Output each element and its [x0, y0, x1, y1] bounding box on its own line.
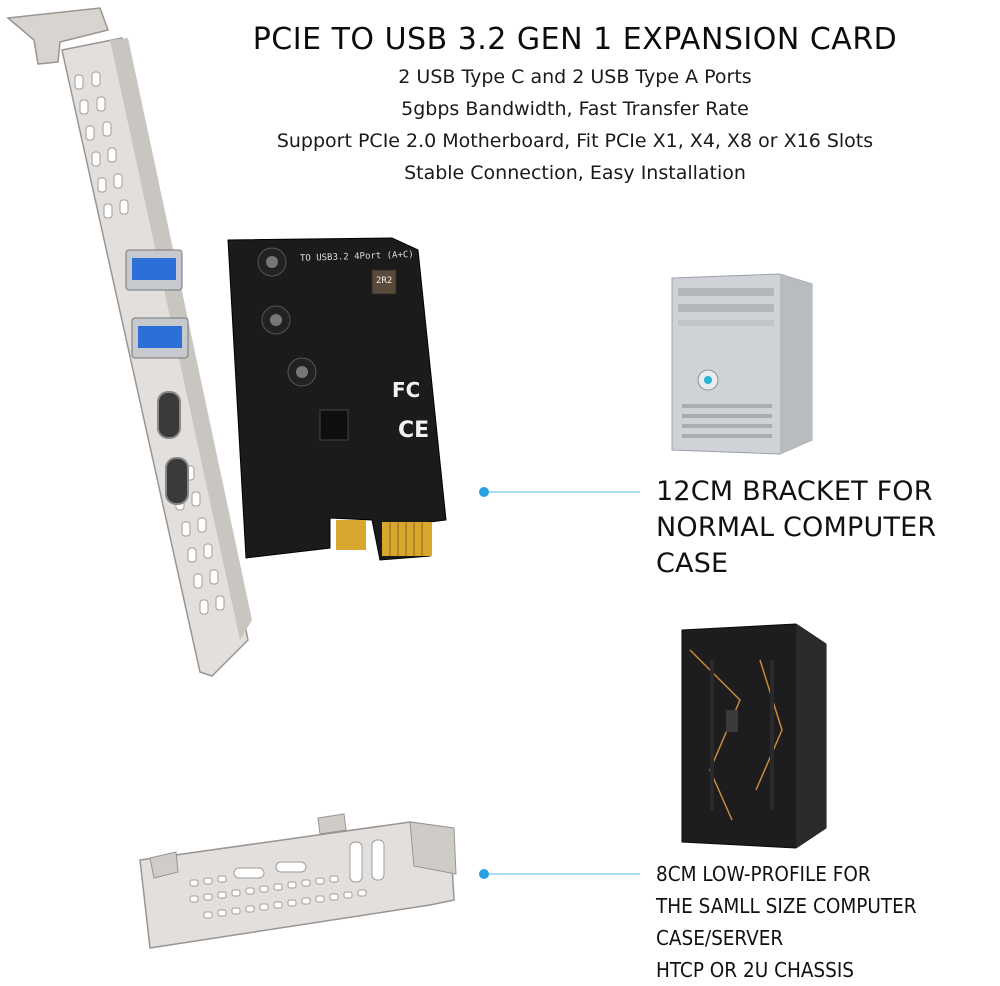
low-profile-caption: 8CM LOW-PROFILE FOR THE SAMLL SIZE COMPU…: [656, 858, 917, 986]
full-height-caption: 12CM BRACKET FOR NORMAL COMPUTER CASE: [656, 474, 1000, 582]
feature-line-2: 5gbps Bandwidth, Fast Transfer Rate: [401, 98, 749, 120]
feature-line-3: Support PCIe 2.0 Motherboard, Fit PCIe X…: [276, 130, 874, 152]
feature-line-4: Stable Connection, Easy Installation: [404, 162, 746, 184]
low-profile-line-4: HTCP OR 2U CHASSIS: [656, 958, 855, 982]
server-tower-icon: [670, 620, 830, 852]
desktop-tower-icon: [668, 270, 816, 460]
low-profile-line-1: 8CM LOW-PROFILE FOR: [656, 862, 871, 886]
fc-mark: FC: [392, 378, 421, 402]
full-height-line-2: NORMAL COMPUTER CASE: [656, 512, 937, 579]
feature-line-1: 2 USB Type C and 2 USB Type A Ports: [398, 66, 752, 88]
page-title: PCIE TO USB 3.2 GEN 1 EXPANSION CARD: [252, 22, 898, 57]
low-profile-line-2: THE SAMLL SIZE COMPUTER: [656, 894, 917, 918]
inductor-label: 2R2: [376, 276, 393, 286]
low-profile-line-3: CASE/SERVER: [656, 926, 784, 950]
full-height-line-1: 12CM BRACKET FOR: [656, 476, 933, 507]
ce-mark: CE: [398, 418, 430, 443]
